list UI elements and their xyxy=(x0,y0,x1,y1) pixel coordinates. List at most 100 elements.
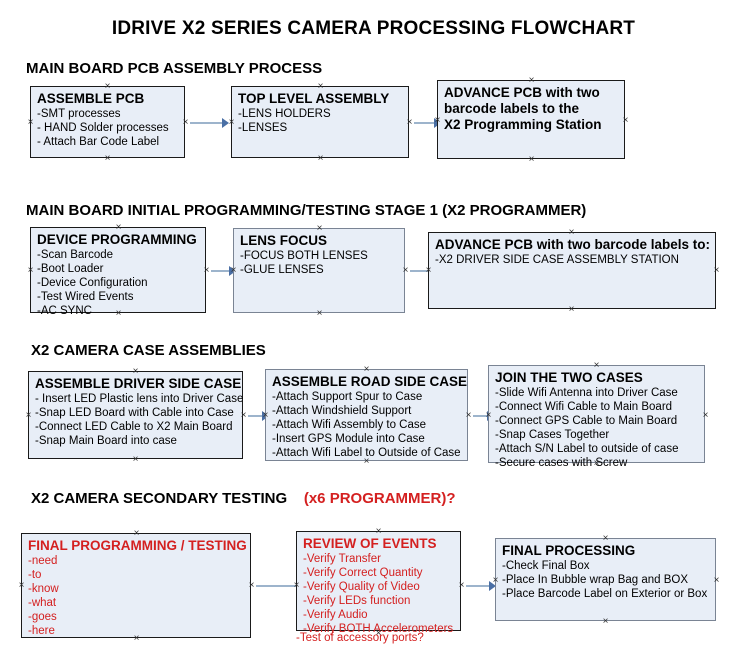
box-line: -to xyxy=(28,569,42,581)
connection-handle-bottom[interactable] xyxy=(374,629,383,638)
connection-handle-right[interactable] xyxy=(181,118,190,127)
connection-handle-bottom[interactable] xyxy=(132,634,141,643)
connection-handle-right[interactable] xyxy=(247,581,256,590)
box-line: -Scan Barcode xyxy=(37,249,114,261)
box-line: -Device Configuration xyxy=(37,277,148,289)
connection-handle-right[interactable] xyxy=(401,266,410,275)
connection-handle-right[interactable] xyxy=(464,411,473,420)
process-box-top-level-assembly[interactable]: TOP LEVEL ASSEMBLY -LENS HOLDERS -LENSES xyxy=(231,86,409,158)
box-line: -Attach Support Spur to Case xyxy=(272,391,423,403)
connection-handle-left[interactable] xyxy=(292,581,301,590)
process-box-review-of-events[interactable]: REVIEW OF EVENTS -Verify Transfer -Verif… xyxy=(296,531,461,635)
connection-handle-left[interactable] xyxy=(491,576,500,585)
connection-handle-top[interactable] xyxy=(601,534,610,543)
box-title: ASSEMBLE ROAD SIDE CASE xyxy=(272,374,468,389)
connection-handle-bottom[interactable] xyxy=(567,305,576,314)
connection-handle-bottom[interactable] xyxy=(592,459,601,468)
connection-handle-bottom[interactable] xyxy=(315,309,324,318)
box-line: -Boot Loader xyxy=(37,263,104,275)
box-title: ASSEMBLE DRIVER SIDE CASE xyxy=(35,376,242,391)
box-line: -goes xyxy=(28,611,57,623)
connection-handle-top[interactable] xyxy=(527,76,536,85)
box-line: -Snap Cases Together xyxy=(495,429,610,441)
connection-handle-top[interactable] xyxy=(374,527,383,536)
connection-handle-right[interactable] xyxy=(202,266,211,275)
process-box-device-programming[interactable]: DEVICE PROGRAMMING -Scan Barcode -Boot L… xyxy=(30,227,206,317)
connection-handle-top[interactable] xyxy=(114,223,123,232)
connector-arrow xyxy=(466,581,498,591)
box-line: - HAND Solder processes xyxy=(37,122,169,134)
box-title: TOP LEVEL ASSEMBLY xyxy=(238,91,390,106)
section-heading-1-text: MAIN BOARD PCB ASSEMBLY PROCESS xyxy=(26,60,323,77)
connection-handle-bottom[interactable] xyxy=(103,154,112,163)
process-box-advance-pcb-2[interactable]: ADVANCE PCB with two barcode labels to: … xyxy=(428,232,716,309)
box-title: ASSEMBLE PCB xyxy=(37,91,145,106)
connection-handle-right[interactable] xyxy=(701,411,710,420)
connection-handle-bottom[interactable] xyxy=(131,455,140,464)
connector-arrow xyxy=(190,118,230,128)
connection-handle-right[interactable] xyxy=(239,411,248,420)
process-box-advance-pcb-1[interactable]: ADVANCE PCB with two barcode labels to t… xyxy=(437,80,625,159)
connection-handle-top[interactable] xyxy=(592,361,601,370)
box-title: FINAL PROGRAMMING / TESTING xyxy=(28,538,247,553)
box-line: -LENSES xyxy=(238,122,288,134)
connection-handle-right[interactable] xyxy=(621,116,630,125)
connection-handle-left[interactable] xyxy=(17,581,26,590)
process-box-join-the-two-cases[interactable]: JOIN THE TWO CASES -Slide Wifi Antenna i… xyxy=(488,365,705,469)
connection-handle-left[interactable] xyxy=(261,411,270,420)
box-line: -Place In Bubble wrap Bag and BOX xyxy=(502,574,689,586)
box-line: -Insert GPS Module into Case xyxy=(272,433,425,445)
box-line: -need xyxy=(28,555,58,567)
connection-handle-left[interactable] xyxy=(484,411,493,420)
connection-handle-top[interactable] xyxy=(567,228,576,237)
connection-handle-left[interactable] xyxy=(26,118,35,127)
box-title: FINAL PROCESSING xyxy=(502,543,636,558)
connection-handle-left[interactable] xyxy=(26,266,35,275)
connection-handle-top[interactable] xyxy=(315,224,324,233)
connection-handle-bottom[interactable] xyxy=(527,155,536,164)
connection-handle-left[interactable] xyxy=(433,116,442,125)
box-line: -SMT processes xyxy=(37,108,121,120)
connection-handle-right[interactable] xyxy=(712,576,721,585)
process-box-assemble-driver-side-case[interactable]: ASSEMBLE DRIVER SIDE CASE - Insert LED P… xyxy=(28,371,243,459)
connection-handle-left[interactable] xyxy=(229,266,238,275)
process-box-final-processing[interactable]: FINAL PROCESSING -Check Final Box -Place… xyxy=(495,538,716,621)
connection-handle-top[interactable] xyxy=(103,82,112,91)
section-heading-3-text: X2 CAMERA CASE ASSEMBLIES xyxy=(31,342,266,359)
process-box-assemble-road-side-case[interactable]: ASSEMBLE ROAD SIDE CASE -Attach Support … xyxy=(265,369,468,461)
connection-handle-bottom[interactable] xyxy=(114,309,123,318)
connection-handle-left[interactable] xyxy=(424,266,433,275)
connection-handle-top[interactable] xyxy=(362,365,371,374)
box-line: -Verify Audio xyxy=(303,609,368,621)
box-line: -Verify LEDs function xyxy=(303,595,411,607)
section-heading-4-red-text: (x6 PROGRAMMER)? xyxy=(303,490,456,507)
connection-handle-right[interactable] xyxy=(712,266,721,275)
section-heading-2: MAIN BOARD INITIAL PROGRAMMING/TESTING S… xyxy=(26,202,586,219)
box-line: -Check Final Box xyxy=(502,560,590,572)
connection-handle-left[interactable] xyxy=(24,411,33,420)
connection-handle-right[interactable] xyxy=(405,118,414,127)
connection-handle-top[interactable] xyxy=(132,529,141,538)
box-line: -Attach S/N Label to outside of case xyxy=(495,443,679,455)
connection-handle-bottom[interactable] xyxy=(316,154,325,163)
connection-handle-bottom[interactable] xyxy=(362,457,371,466)
box-line: -Connect LED Cable to X2 Main Board xyxy=(35,421,233,433)
box-title-line2: barcode labels to the xyxy=(444,101,580,116)
box-title: DEVICE PROGRAMMING xyxy=(37,232,197,247)
connection-handle-bottom[interactable] xyxy=(601,617,610,626)
box-line: -X2 DRIVER SIDE CASE ASSEMBLY STATION xyxy=(435,254,679,266)
connection-handle-left[interactable] xyxy=(227,118,236,127)
connection-handle-top[interactable] xyxy=(316,82,325,91)
box-line: -Verify Transfer xyxy=(303,553,381,565)
connection-handle-right[interactable] xyxy=(457,581,466,590)
box-line: -here xyxy=(28,625,55,637)
section-heading-3: X2 CAMERA CASE ASSEMBLIES xyxy=(31,342,266,359)
process-box-lens-focus[interactable]: LENS FOCUS -FOCUS BOTH LENSES -GLUE LENS… xyxy=(233,228,405,313)
box-line: -Snap LED Board with Cable into Case xyxy=(35,407,234,419)
connection-handle-top[interactable] xyxy=(131,367,140,376)
process-box-assemble-pcb[interactable]: ASSEMBLE PCB -SMT processes - HAND Solde… xyxy=(30,86,185,158)
box-line: -Test Wired Events xyxy=(37,291,134,303)
box-overflow-line: -Test of accessory ports? xyxy=(296,632,424,644)
box-line: -Verify Correct Quantity xyxy=(303,567,423,579)
process-box-final-programming-testing[interactable]: FINAL PROGRAMMING / TESTING -need -to -k… xyxy=(21,533,251,638)
